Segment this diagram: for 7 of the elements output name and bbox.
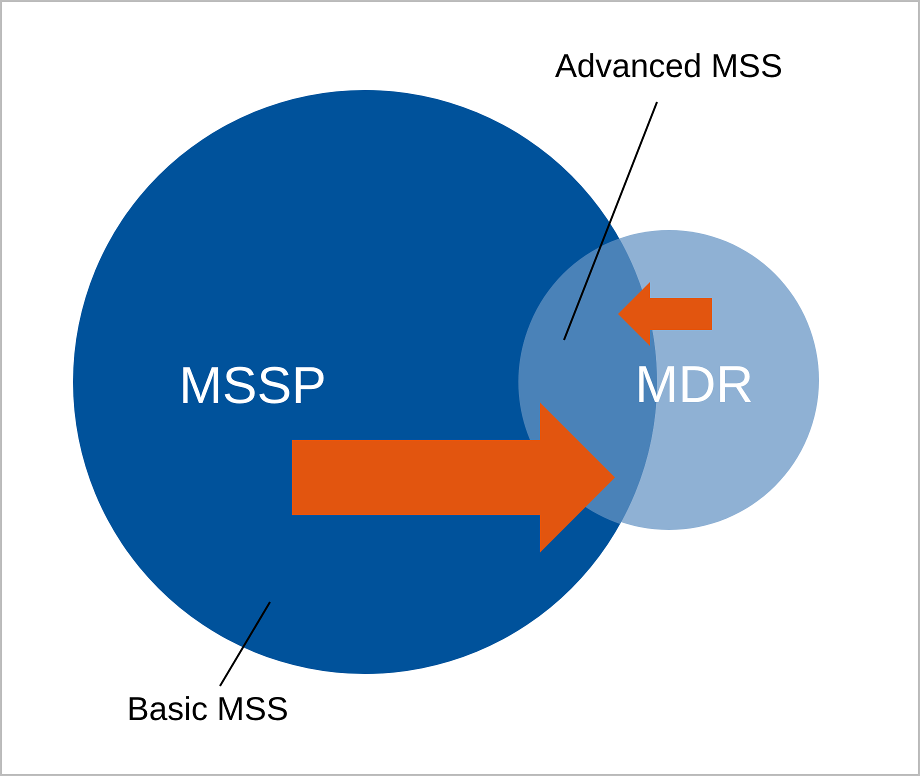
callout-label: Basic MSS	[127, 692, 288, 725]
callout-label: Advanced MSS	[555, 49, 782, 82]
block-arrow	[618, 282, 712, 346]
block-arrow	[292, 402, 615, 552]
circle-label: MSSP	[179, 360, 326, 412]
leader-line	[563, 102, 658, 340]
leader-line	[219, 601, 271, 687]
